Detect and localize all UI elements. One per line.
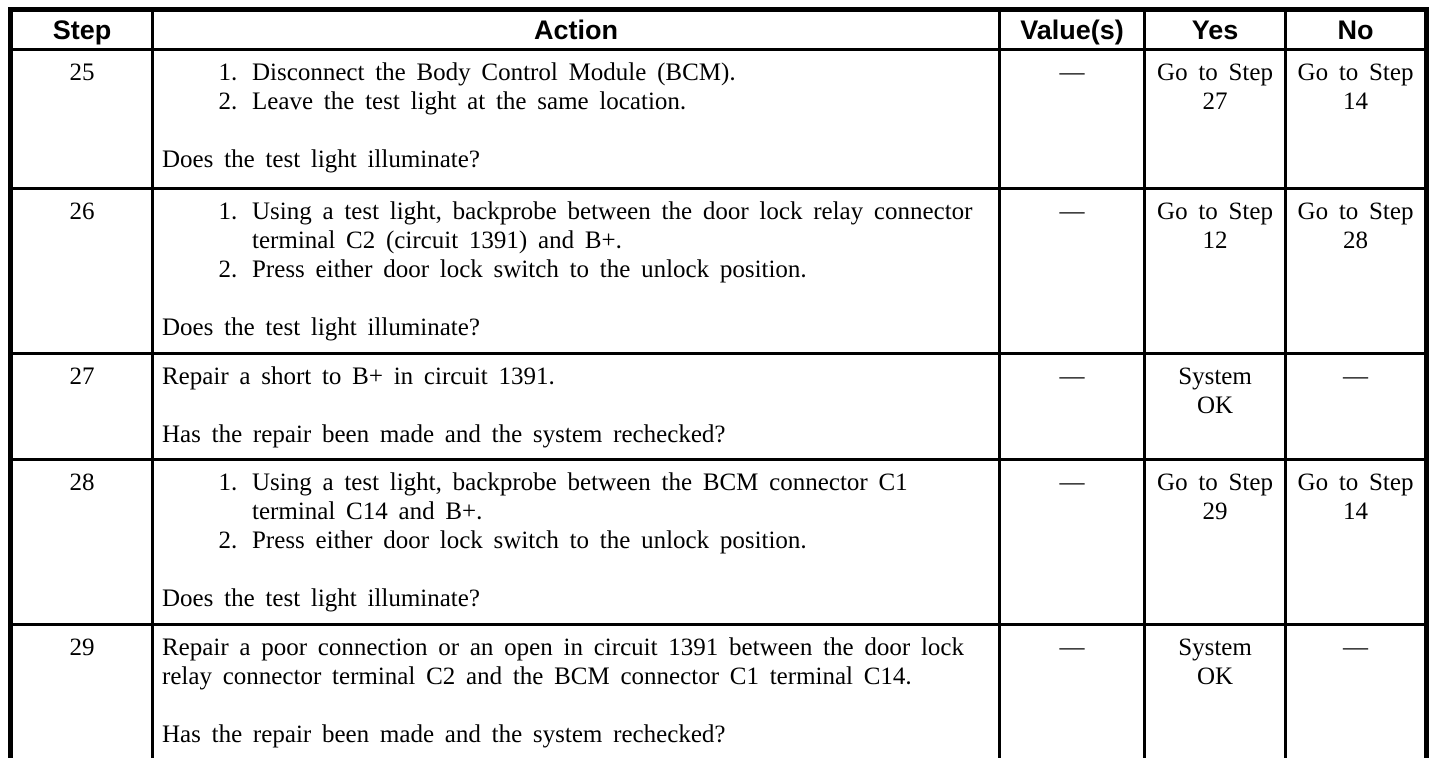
yes-cell-line2: OK: [1196, 392, 1234, 419]
col-header-yes: Yes: [1143, 8, 1287, 51]
no-cell-line1: —: [1343, 634, 1368, 661]
yes-cell-line1: Go to Step: [1157, 469, 1273, 496]
no-cell-line1: Go to Step: [1297, 198, 1414, 225]
yes-cell-line1: Go to Step: [1157, 59, 1273, 86]
no-cell: Go to Step 28: [1284, 187, 1428, 355]
action-text: Repair a short to B+ in circuit 1391.: [162, 363, 555, 390]
action-question: Does the test light illuminate?: [162, 146, 480, 173]
no-cell-line2: 14: [1343, 498, 1368, 525]
yes-cell: System OK: [1143, 623, 1287, 758]
col-header-action: Action: [151, 8, 1001, 51]
table-row: 29 Repair a poor connection or an open i…: [9, 623, 1428, 758]
no-cell: —: [1284, 352, 1428, 461]
diagnostic-table: Step Action Value(s) Yes No 25 Disconnec…: [8, 7, 1429, 758]
yes-cell: Go to Step 12: [1143, 187, 1287, 355]
yes-cell-line1: System: [1178, 363, 1252, 390]
action-cell: Using a test light, backprobe between th…: [151, 187, 1001, 355]
values-cell: —: [998, 48, 1146, 190]
table-row: 27 Repair a short to B+ in circuit 1391.…: [9, 352, 1428, 461]
action-cell: Disconnect the Body Control Module (BCM)…: [151, 48, 1001, 190]
no-cell-line1: Go to Step: [1297, 469, 1414, 496]
yes-cell-line2: 29: [1202, 498, 1228, 525]
action-question: Has the repair been made and the system …: [162, 421, 726, 448]
yes-cell: Go to Step 27: [1143, 48, 1287, 190]
yes-cell-line1: System: [1178, 634, 1252, 661]
no-cell: Go to Step 14: [1284, 48, 1428, 190]
yes-cell-line2: OK: [1196, 663, 1234, 690]
action-step-item: Leave the test light at the same locatio…: [248, 87, 992, 116]
action-step-item: Press either door lock switch to the unl…: [248, 255, 992, 284]
action-question: Does the test light illuminate?: [162, 585, 480, 612]
action-step-item: Using a test light, backprobe between th…: [248, 197, 992, 255]
table-row: 25 Disconnect the Body Control Module (B…: [9, 48, 1428, 190]
values-cell: —: [998, 187, 1146, 355]
no-cell-line1: —: [1343, 363, 1368, 390]
action-step-item: Press either door lock switch to the unl…: [248, 526, 992, 555]
col-header-values: Value(s): [998, 8, 1146, 51]
action-text: Repair a poor connection or an open in c…: [162, 634, 965, 690]
yes-cell-line2: 27: [1202, 88, 1228, 115]
no-cell-line2: 14: [1343, 88, 1368, 115]
col-header-step: Step: [9, 8, 154, 51]
step-cell: 25: [9, 48, 154, 190]
action-question: Has the repair been made and the system …: [162, 721, 726, 748]
action-step-item: Disconnect the Body Control Module (BCM)…: [248, 58, 992, 87]
values-cell: —: [998, 623, 1146, 758]
table-row: 28 Using a test light, backprobe between…: [9, 458, 1428, 626]
action-steps-list: Using a test light, backprobe between th…: [160, 468, 992, 555]
step-cell: 28: [9, 458, 154, 626]
yes-cell: System OK: [1143, 352, 1287, 461]
step-cell: 29: [9, 623, 154, 758]
step-cell: 27: [9, 352, 154, 461]
action-step-item: Using a test light, backprobe between th…: [248, 468, 992, 526]
action-question: Does the test light illuminate?: [162, 314, 480, 341]
yes-cell-line2: 12: [1202, 227, 1228, 254]
col-header-no: No: [1284, 8, 1428, 51]
action-cell: Using a test light, backprobe between th…: [151, 458, 1001, 626]
values-cell: —: [998, 352, 1146, 461]
action-cell: Repair a poor connection or an open in c…: [151, 623, 1001, 758]
header-row: Step Action Value(s) Yes No: [9, 8, 1428, 51]
yes-cell-line1: Go to Step: [1157, 198, 1273, 225]
no-cell: Go to Step 14: [1284, 458, 1428, 626]
action-cell: Repair a short to B+ in circuit 1391. Ha…: [151, 352, 1001, 461]
yes-cell: Go to Step 29: [1143, 458, 1287, 626]
values-cell: —: [998, 458, 1146, 626]
step-cell: 26: [9, 187, 154, 355]
table-row: 26 Using a test light, backprobe between…: [9, 187, 1428, 355]
action-steps-list: Using a test light, backprobe between th…: [160, 197, 992, 284]
action-steps-list: Disconnect the Body Control Module (BCM)…: [160, 58, 992, 116]
no-cell: —: [1284, 623, 1428, 758]
no-cell-line2: 28: [1343, 227, 1368, 254]
no-cell-line1: Go to Step: [1297, 59, 1414, 86]
